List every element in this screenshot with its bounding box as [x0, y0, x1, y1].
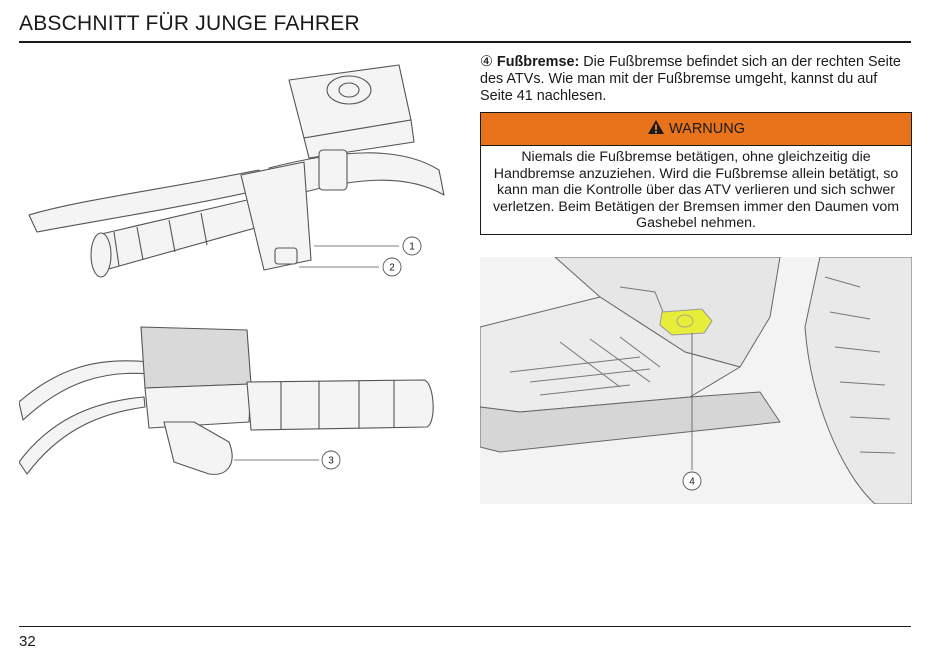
handlebar-figure-top: 1 2	[19, 50, 459, 300]
handlebar-figure-bottom: 3	[19, 312, 459, 482]
foot-brake-text: Die Fußbremse befindet sich an der recht…	[480, 54, 901, 104]
callout-2	[382, 257, 402, 277]
callout-3-label: 3	[328, 456, 334, 467]
callout-2-label: 2	[389, 263, 395, 274]
warning-triangle-icon	[647, 119, 665, 139]
foot-brake-figure: 4	[480, 257, 912, 504]
foot-brake-paragraph: ④ Fußbremse: Die Fußbremse befindet sich…	[480, 54, 912, 105]
warning-box: WARNUNG Niemals die Fußbremse betätigen,…	[480, 112, 912, 235]
callout-4	[682, 471, 702, 491]
foot-brake-term: Fußbremse:	[496, 54, 580, 70]
page-number: 32	[19, 633, 36, 650]
callout-marker: ④	[480, 54, 493, 70]
page-title: ABSCHNITT FÜR JUNGE FAHRER	[19, 12, 360, 35]
callout-1-label: 1	[409, 242, 415, 253]
warning-text: Niemals die Fußbremse betätigen, ohne gl…	[492, 149, 900, 232]
callout-3	[321, 450, 341, 470]
warning-header: WARNUNG	[481, 113, 911, 146]
header-rule	[19, 41, 911, 43]
callout-1	[402, 236, 422, 256]
callout-4-label: 4	[689, 477, 695, 488]
warning-label: WARNUNG	[669, 121, 745, 137]
footer-rule	[19, 626, 911, 627]
